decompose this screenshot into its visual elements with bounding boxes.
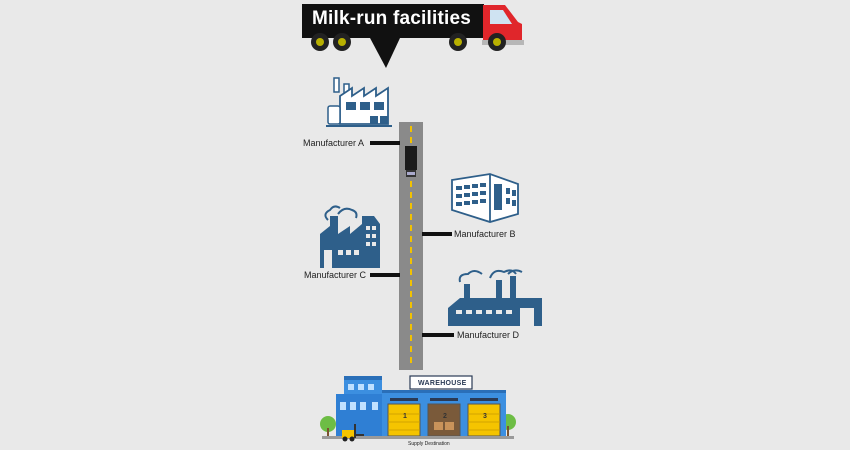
- truck-cab-icon: [311, 5, 524, 51]
- factory-a-icon: [326, 77, 392, 127]
- warehouse-icon: [320, 375, 516, 442]
- manufacturer-b-label: Manufacturer B: [454, 229, 516, 239]
- warehouse-door-2-number: 2: [443, 413, 447, 420]
- manufacturer-a-label: Manufacturer A: [303, 138, 365, 148]
- factory-b-icon: [451, 173, 519, 223]
- warehouse-sign: WAREHOUSE: [418, 380, 467, 387]
- manufacturer-a-connector: [370, 141, 400, 145]
- manufacturer-d-label: Manufacturer D: [457, 330, 520, 340]
- supply-destination-caption: Supply Destination: [408, 441, 450, 447]
- factory-d-icon: [448, 269, 542, 326]
- manufacturer-d-connector: [422, 333, 454, 337]
- manufacturer-b-connector: [422, 232, 452, 236]
- manufacturer-c-connector: [370, 273, 400, 277]
- warehouse-door-1-number: 1: [403, 413, 407, 420]
- manufacturer-c-label: Manufacturer C: [304, 270, 367, 280]
- title-banner: [302, 4, 484, 68]
- warehouse-door-3-number: 3: [483, 413, 487, 420]
- factory-c-icon: [320, 205, 380, 268]
- truck-on-road-icon: [405, 146, 417, 177]
- diagram-title: Milk-run facilities: [312, 8, 472, 29]
